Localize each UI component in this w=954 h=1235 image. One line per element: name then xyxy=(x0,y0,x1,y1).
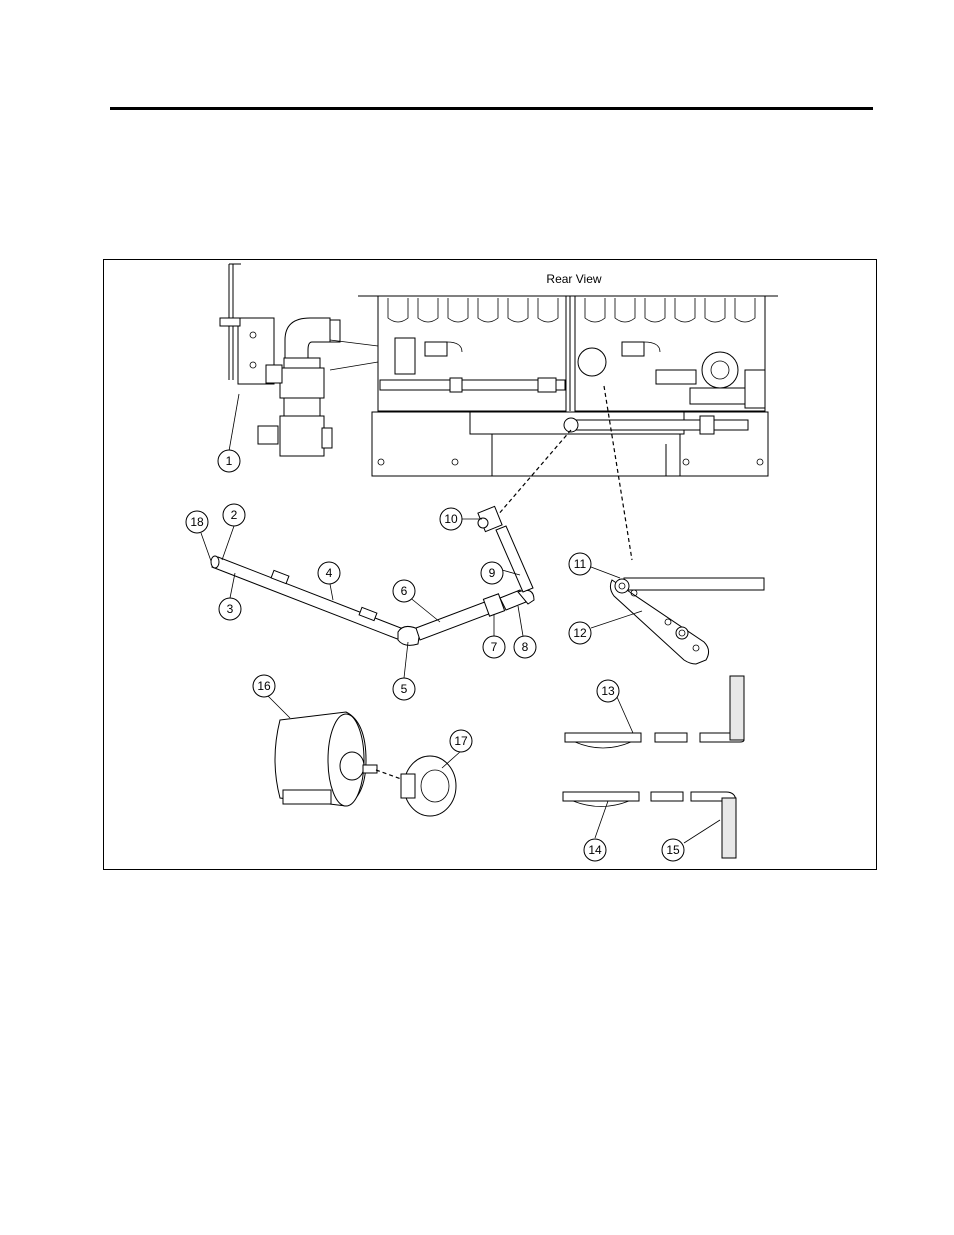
callout-11: 11 xyxy=(569,553,591,575)
rear-view-label: Rear View xyxy=(546,272,601,286)
svg-text:5: 5 xyxy=(401,682,408,696)
svg-text:11: 11 xyxy=(574,557,587,571)
callout-5: 5 xyxy=(393,678,415,700)
callout-15: 15 xyxy=(662,839,684,861)
svg-text:17: 17 xyxy=(454,734,468,748)
callout-10: 10 xyxy=(440,508,462,530)
svg-text:2: 2 xyxy=(231,508,238,522)
svg-text:6: 6 xyxy=(401,584,408,598)
svg-text:13: 13 xyxy=(601,684,615,698)
svg-text:1: 1 xyxy=(226,454,233,468)
callout-17: 17 xyxy=(450,730,472,752)
svg-text:9: 9 xyxy=(489,566,496,580)
callout-3: 3 xyxy=(219,598,241,620)
svg-text:15: 15 xyxy=(666,843,680,857)
motor-pump xyxy=(275,712,456,816)
svg-text:8: 8 xyxy=(522,640,529,654)
callout-4: 4 xyxy=(318,562,340,584)
callout-1: 1 xyxy=(218,450,240,472)
callout-13: 13 xyxy=(597,680,619,702)
callout-9: 9 xyxy=(481,562,503,584)
svg-text:18: 18 xyxy=(190,515,204,529)
svg-text:3: 3 xyxy=(227,602,234,616)
callout-7: 7 xyxy=(483,636,505,658)
svg-text:4: 4 xyxy=(326,566,333,580)
callout-12: 12 xyxy=(569,622,591,644)
callout-8: 8 xyxy=(514,636,536,658)
callout-14: 14 xyxy=(584,839,606,861)
svg-text:14: 14 xyxy=(588,843,602,857)
svg-text:7: 7 xyxy=(491,640,498,654)
callout-6: 6 xyxy=(393,580,415,602)
heating-elements-set xyxy=(563,676,744,858)
callout-2: 2 xyxy=(223,504,245,526)
callout-18: 18 xyxy=(186,511,208,533)
bracket-assembly xyxy=(610,578,764,664)
svg-text:10: 10 xyxy=(444,512,458,526)
svg-text:12: 12 xyxy=(573,626,587,640)
callout-16: 16 xyxy=(253,675,275,697)
rear-view-assembly: Rear View xyxy=(220,264,778,476)
svg-text:16: 16 xyxy=(257,679,271,693)
